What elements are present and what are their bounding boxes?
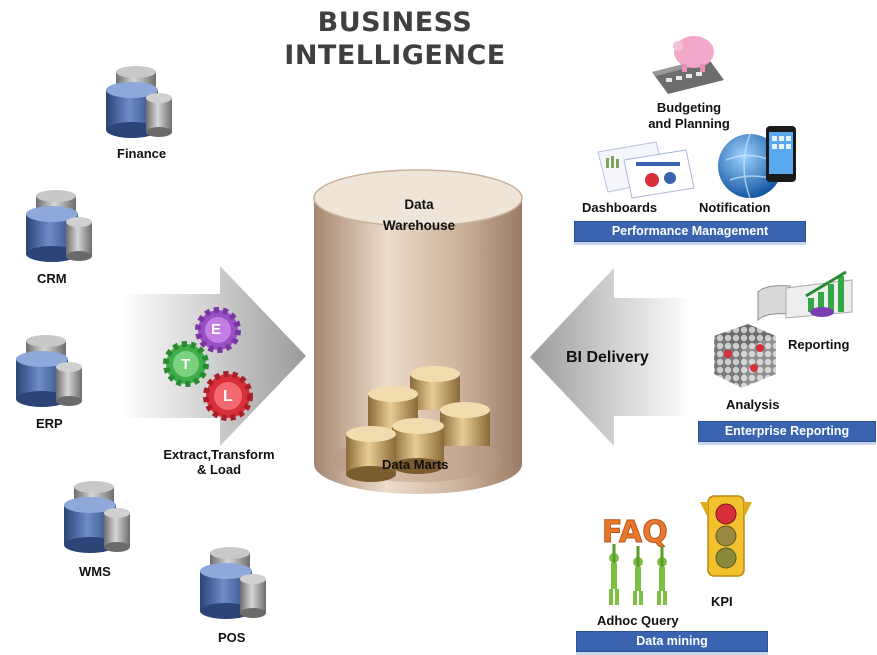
notification-globe-phone-icon <box>718 126 796 199</box>
data-marts-label: Data Marts <box>382 457 449 472</box>
dashboards-label: Dashboards <box>582 200 658 215</box>
gear-e-letter: E <box>211 321 222 338</box>
data-mining-bar: Data mining <box>576 631 768 655</box>
gear-t-icon <box>163 341 209 387</box>
dashboards-icon <box>597 141 695 199</box>
bi-delivery-arrow <box>530 268 692 446</box>
source-label-crm: CRM <box>37 271 67 286</box>
performance-management-bar: Performance Management <box>574 221 806 245</box>
source-label-pos: POS <box>218 630 246 645</box>
database-icon-finance <box>106 66 172 138</box>
etl-arrow <box>120 266 306 446</box>
piggy-bank-calculator-icon <box>652 36 724 94</box>
adhoc-query-label: Adhoc Query <box>597 613 679 628</box>
source-label-finance: Finance <box>117 146 167 161</box>
gear-l-icon <box>203 371 253 421</box>
warehouse-label-line-1: Data <box>404 197 434 212</box>
source-label-erp: ERP <box>36 416 63 431</box>
budgeting-label: Budgeting and Planning <box>634 100 744 132</box>
database-icon-crm <box>26 190 92 262</box>
warehouse-label: Data Warehouse <box>360 194 478 236</box>
database-icon-pos <box>200 547 266 619</box>
data-marts-icon <box>346 366 490 482</box>
kpi-label: KPI <box>711 594 733 609</box>
reporting-chart-icon <box>757 270 853 322</box>
enterprise-reporting-bar: Enterprise Reporting <box>698 421 876 445</box>
bi-delivery-label: BI Delivery <box>566 349 649 366</box>
etl-caption: Extract,Transform & Load <box>150 447 288 477</box>
notification-label: Notification <box>699 200 771 215</box>
faq-letters: FAQ <box>602 515 668 550</box>
source-label-wms: WMS <box>79 564 111 579</box>
etl-caption-line-2: & Load <box>196 462 242 477</box>
etl-gears-icon <box>163 307 253 421</box>
title-line-1: BUSINESS <box>317 7 473 38</box>
budgeting-label-line-1: Budgeting <box>656 100 722 115</box>
page-title: BUSINESS INTELLIGENCE <box>270 6 520 72</box>
analysis-label: Analysis <box>726 397 780 412</box>
reporting-label: Reporting <box>788 337 850 352</box>
analysis-cube-icon <box>714 324 776 388</box>
budgeting-label-line-2: and Planning <box>648 116 730 131</box>
kpi-traffic-light-icon <box>700 495 752 577</box>
database-icon-erp <box>16 335 82 407</box>
etl-caption-line-1: Extract,Transform <box>163 447 275 462</box>
gear-e-icon <box>195 307 241 353</box>
title-line-2: INTELLIGENCE <box>284 40 506 71</box>
warehouse-label-line-2: Warehouse <box>382 218 456 233</box>
gear-t-letter: T <box>181 356 191 373</box>
faq-figures-icon: FAQ <box>602 515 668 605</box>
database-icon-wms <box>64 481 130 553</box>
gear-l-letter: L <box>223 388 233 405</box>
